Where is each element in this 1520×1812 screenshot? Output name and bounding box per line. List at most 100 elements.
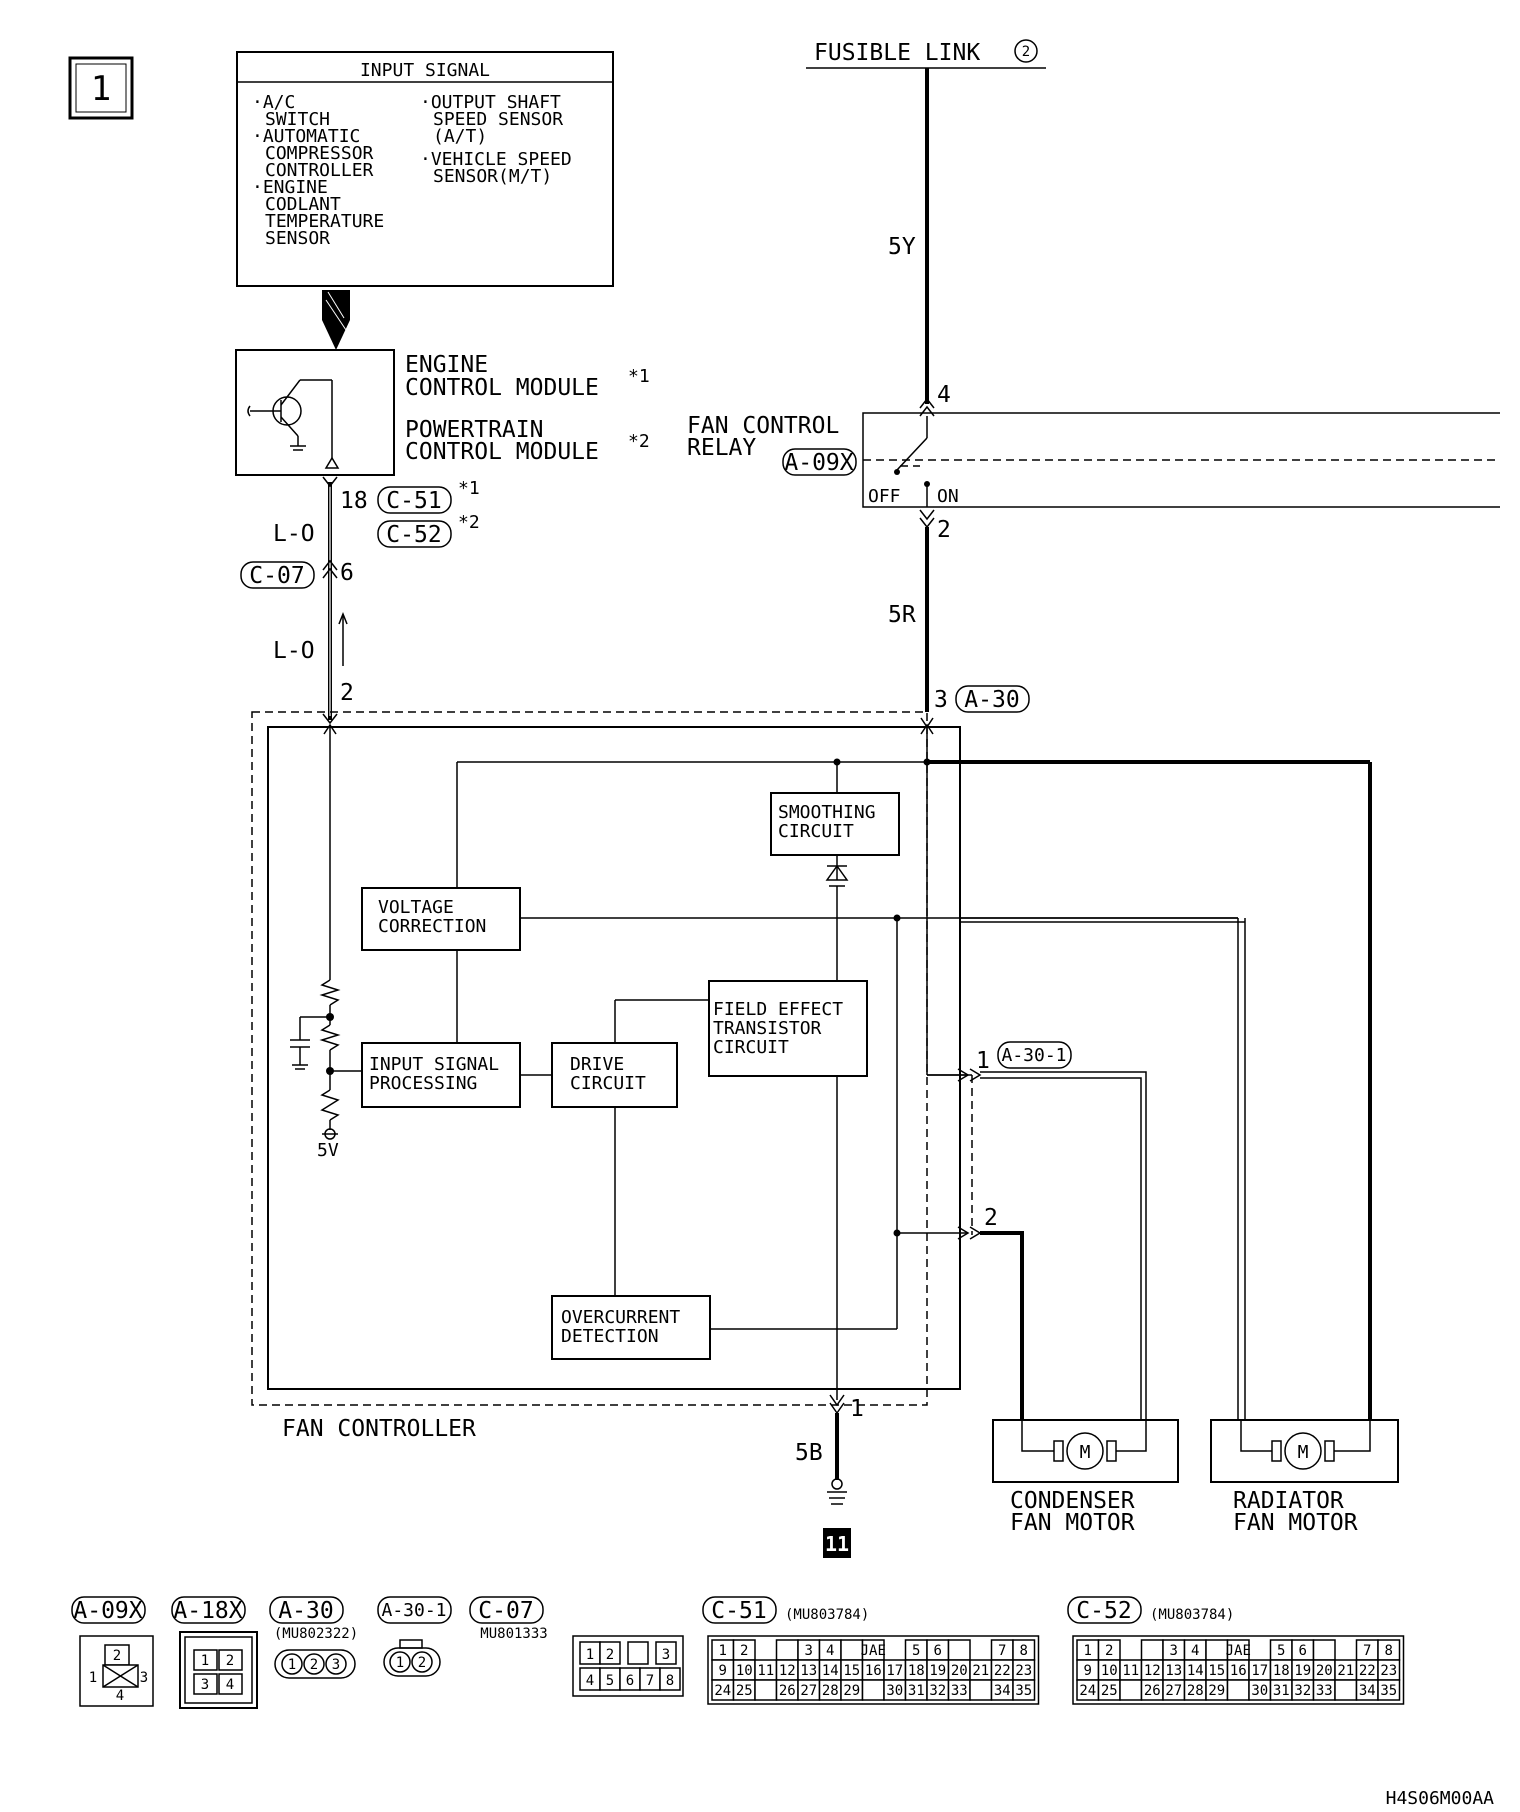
connector-pin-label: 5 xyxy=(1277,1643,1285,1659)
internal-wiring xyxy=(290,727,1370,1420)
c07-connector-tag: C-07 xyxy=(240,561,315,589)
fan-controller-pin-3: 3 xyxy=(934,687,948,713)
c52-note: *2 xyxy=(458,512,480,533)
connector-pin-label: 18 xyxy=(908,1663,925,1679)
connector-pin-label: 32 xyxy=(1294,1683,1311,1699)
c07-pin-label: 3 xyxy=(662,1647,670,1663)
pcm-line1: POWERTRAIN xyxy=(405,417,543,443)
connector-pin-label: 8 xyxy=(1020,1643,1028,1659)
svg-text:CIRCUIT: CIRCUIT xyxy=(713,1037,789,1058)
connector-pin-label: 19 xyxy=(1294,1663,1311,1679)
svg-text:CORRECTION: CORRECTION xyxy=(378,916,486,937)
relay-label-2: RELAY xyxy=(687,435,756,461)
connector-pin-label: 5 xyxy=(912,1643,920,1659)
c51-connector-tag: C-51 xyxy=(377,486,452,514)
connector-pin-label: 11 xyxy=(757,1663,774,1679)
svg-text:1: 1 xyxy=(201,1653,209,1669)
connector-pin-label: 4 xyxy=(826,1643,834,1659)
connector-pin-cell xyxy=(1312,1639,1336,1661)
connector-pin-label: 10 xyxy=(736,1663,753,1679)
connector-pin-label: 20 xyxy=(951,1663,968,1679)
connector-pin-label: 12 xyxy=(779,1663,796,1679)
a30-1-connector-tag: A-30-1 xyxy=(997,1041,1072,1069)
connector-pin-label: 14 xyxy=(1187,1663,1204,1679)
connector-pin-label: 21 xyxy=(1337,1663,1354,1679)
signal-arrow xyxy=(322,290,350,350)
svg-text:A-30-1: A-30-1 xyxy=(381,1600,446,1621)
svg-text:OVERCURRENT: OVERCURRENT xyxy=(561,1307,680,1328)
transistor-symbol xyxy=(247,379,340,469)
connector-pin-label: 2 xyxy=(740,1643,748,1659)
drive-circuit-block: DRIVE CIRCUIT xyxy=(551,1042,678,1108)
pcm-line2: CONTROL MODULE xyxy=(405,439,599,465)
fan-controller-label: FAN CONTROLLER xyxy=(282,1416,476,1442)
connector-pin-label: 29 xyxy=(843,1683,860,1699)
input-signal-box: INPUT SIGNAL ·A/CSWITCH·AUTOMATICCOMPRES… xyxy=(236,51,614,287)
input-signal-item: ·A/C xyxy=(252,92,295,113)
svg-text:A-30: A-30 xyxy=(278,1598,333,1624)
input-signal-item: SENSOR(M/T) xyxy=(433,166,552,187)
relay-pin-2: 2 xyxy=(937,517,951,543)
condenser-label-1: CONDENSER xyxy=(1010,1488,1135,1514)
svg-text:4: 4 xyxy=(226,1677,234,1693)
connector-pin-label: 31 xyxy=(1273,1683,1290,1699)
svg-text:FUSIBLE LINK: FUSIBLE LINK xyxy=(814,40,980,66)
radiator-label-1: RADIATOR xyxy=(1233,1488,1344,1514)
signal-wire xyxy=(322,476,348,725)
fan-controller-pin-1: 1 xyxy=(850,1396,864,1422)
connector-pin-label: 30 xyxy=(886,1683,903,1699)
c07-pin-cell xyxy=(599,1641,621,1665)
input-signal-item: ·ENGINE xyxy=(252,177,328,198)
svg-text:C-52: C-52 xyxy=(386,522,441,548)
connector-pin-label: 1 xyxy=(1084,1643,1092,1659)
connector-pin-label: 30 xyxy=(1251,1683,1268,1699)
c52-connector-tag: C-52 xyxy=(377,520,452,548)
connector-pin-label: 26 xyxy=(1144,1683,1161,1699)
input-signal-item: ·AUTOMATIC xyxy=(252,126,360,147)
svg-text:INPUT SIGNAL: INPUT SIGNAL xyxy=(369,1054,499,1075)
connector-pin-label: 23 xyxy=(1380,1663,1397,1679)
wire-lo-top: L-O xyxy=(273,521,315,547)
svg-text:2: 2 xyxy=(310,1657,318,1673)
svg-text:CIRCUIT: CIRCUIT xyxy=(778,821,854,842)
a18x-view: A-18X 1 2 3 4 xyxy=(171,1596,258,1709)
connector-pin-label: 15 xyxy=(843,1663,860,1679)
input-signal-item: CODLANT xyxy=(265,194,341,215)
input-signal-title: INPUT SIGNAL xyxy=(360,60,490,81)
wire-5r-label: 5R xyxy=(888,602,916,628)
connector-pin-label: 11 xyxy=(1122,1663,1139,1679)
connector-pin-label: 23 xyxy=(1015,1663,1032,1679)
fan-controller xyxy=(251,711,973,1406)
svg-text:C-07: C-07 xyxy=(478,1598,533,1624)
a30-1-pin-2: 2 xyxy=(984,1205,998,1231)
svg-text:C-51: C-51 xyxy=(386,488,441,514)
connector-pin-label: 28 xyxy=(822,1683,839,1699)
c07-pin-label: 2 xyxy=(606,1647,614,1663)
connector-pin-label: 2 xyxy=(1105,1643,1113,1659)
c07-pin-label: 4 xyxy=(586,1673,594,1689)
ground-circuit: 11 xyxy=(823,1394,851,1558)
voltage-correction-block: VOLTAGE CORRECTION xyxy=(361,887,521,951)
input-signal-item: ·VEHICLE SPEED xyxy=(420,149,572,170)
connector-jae-label: JAE xyxy=(861,1643,886,1659)
connector-pin-label: 16 xyxy=(865,1663,882,1679)
connector-pin-cell xyxy=(861,1679,885,1701)
connector-pin-label: 35 xyxy=(1380,1683,1397,1699)
radiator-motor-symbol: M xyxy=(1298,1442,1309,1463)
connector-pin-label: 13 xyxy=(800,1663,817,1679)
svg-text:PROCESSING: PROCESSING xyxy=(369,1073,477,1094)
connector-pin-label: 25 xyxy=(736,1683,753,1699)
connector-pin-cell xyxy=(1205,1639,1229,1661)
connector-pin-label: 21 xyxy=(972,1663,989,1679)
connector-pin-label: 19 xyxy=(929,1663,946,1679)
connector-pin-label: 6 xyxy=(1299,1643,1307,1659)
input-signal-item: SENSOR xyxy=(265,228,330,249)
connector-pin-label: 7 xyxy=(998,1643,1006,1659)
connector-pin-label: 12 xyxy=(1144,1663,1161,1679)
connector-pin-label: 1 xyxy=(719,1643,727,1659)
svg-text:3: 3 xyxy=(201,1677,209,1693)
connector-pin-cell xyxy=(1012,1679,1036,1701)
svg-text:A-09X: A-09X xyxy=(73,1598,142,1624)
connector-pin-label: 24 xyxy=(714,1683,731,1699)
condenser-motor-symbol: M xyxy=(1080,1442,1091,1463)
